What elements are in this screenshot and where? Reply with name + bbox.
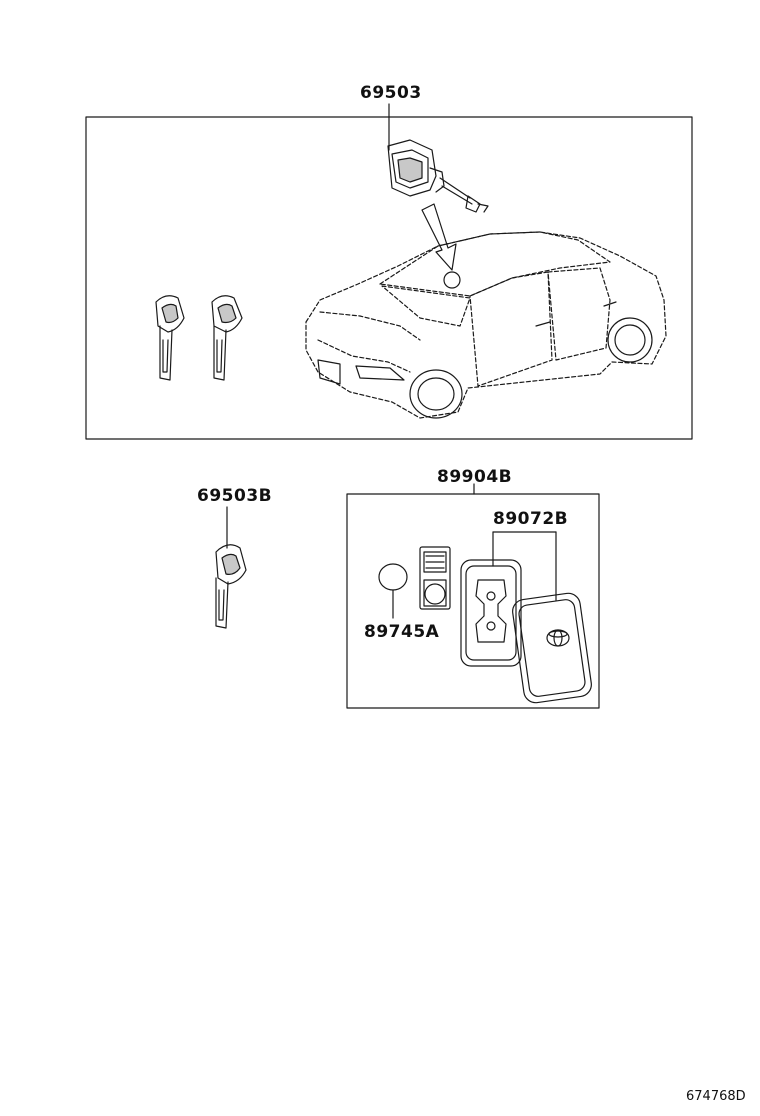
car-wheels [317,301,653,419]
location-arrow [421,203,457,271]
key-fob-icon [512,592,592,704]
part-number-69503: 69503 [360,83,422,103]
key-icon [215,544,247,629]
circuit-board-icon [419,546,451,610]
part-number-89745a: 89745A [364,622,440,642]
part-number-89072b: 89072B [493,509,569,529]
key-fob-case-icon [460,559,522,667]
drawing-code: 674768D [686,1089,746,1104]
transmitter-group-box [346,493,600,709]
battery-icon [378,563,408,591]
key-icon [211,295,243,381]
part-number-69503b: 69503B [197,486,273,506]
ignition-lock-cylinder-icon [387,139,489,213]
toyota-emblem-icon [546,629,570,647]
part-number-89904b: 89904B [437,467,513,487]
key-icon [155,295,185,381]
sedan-car-icon [305,231,667,419]
